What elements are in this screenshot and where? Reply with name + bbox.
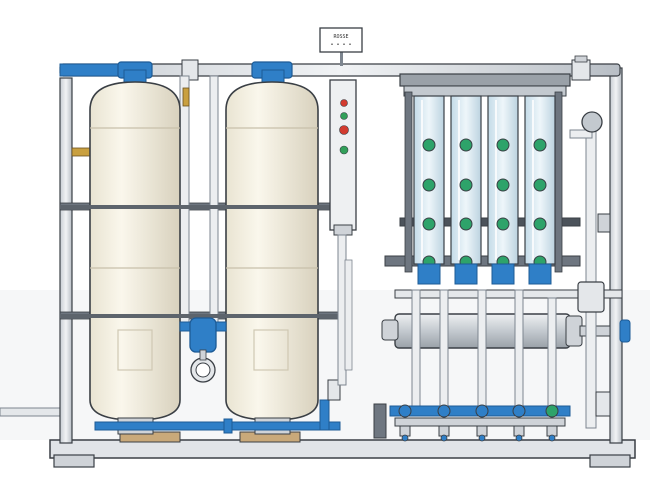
riser-pipe xyxy=(209,75,219,327)
valve-green-icon xyxy=(533,178,547,192)
membrane-vessel xyxy=(487,95,519,285)
fitting xyxy=(71,147,91,157)
valve-green-icon xyxy=(422,138,436,152)
valve-green-icon xyxy=(422,178,436,192)
valve-green-icon xyxy=(459,178,473,192)
tank-strap xyxy=(60,314,340,318)
valve-green-icon xyxy=(533,138,547,152)
valve-green-icon xyxy=(422,217,436,231)
valve-green-icon xyxy=(533,217,547,231)
sand-filter-tank xyxy=(89,69,181,435)
sign-sublabel: • • • • xyxy=(330,42,351,48)
manifold-valve-icon xyxy=(475,404,489,442)
valve-green-icon xyxy=(459,138,473,152)
tank-strap xyxy=(60,205,340,209)
valve-green-icon xyxy=(459,217,473,231)
base-skid xyxy=(49,431,636,468)
manifold-icon xyxy=(389,404,571,442)
control-panel-icon xyxy=(329,79,357,386)
riser-pipe xyxy=(179,75,190,327)
system-sign: ROSSE • • • • xyxy=(319,27,363,66)
valve-green-icon xyxy=(496,178,510,192)
manifold-valve-icon xyxy=(512,404,526,442)
membrane-vessel xyxy=(450,95,482,285)
bottom-manifold-pipe xyxy=(94,379,341,434)
start-button xyxy=(339,145,349,155)
membrane-vessel xyxy=(413,95,445,285)
stop-button xyxy=(339,125,349,135)
indicator-light-green xyxy=(340,112,348,120)
fitting xyxy=(182,87,190,107)
manifold-valve-icon xyxy=(398,404,412,442)
sign-label: ROSSE xyxy=(333,34,348,40)
valve-green-icon xyxy=(496,217,510,231)
valve-green-icon xyxy=(496,138,510,152)
membrane-vessels xyxy=(413,95,556,285)
manifold-valve-icon xyxy=(437,404,451,442)
carbon-filter-tank xyxy=(225,69,319,435)
membrane-vessel xyxy=(524,95,556,285)
pressure-gauge-icon xyxy=(569,111,631,429)
outlet-pipe xyxy=(0,407,66,417)
indicator-light-red xyxy=(340,99,348,107)
manifold-valve-icon xyxy=(545,404,559,442)
drop-pipes xyxy=(373,289,557,439)
filter-housing-icon xyxy=(179,317,227,383)
